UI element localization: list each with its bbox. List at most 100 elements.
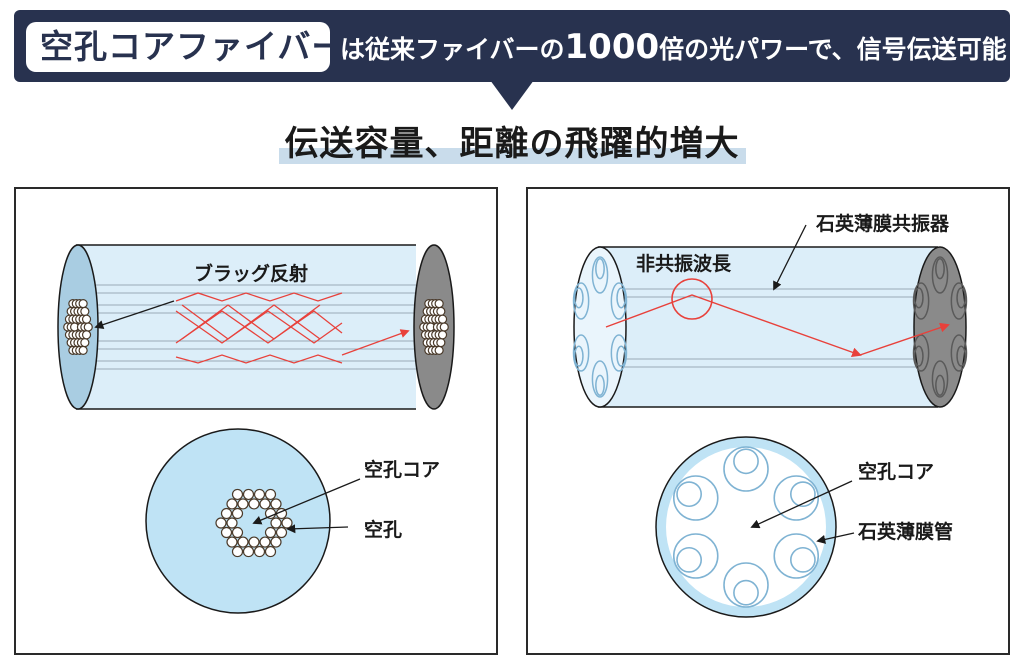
nested-tube <box>733 579 759 606</box>
tube-pointer-arrow <box>816 532 855 544</box>
lattice-hole <box>436 306 446 317</box>
banner-text: は従来ファイバーの1000倍の光パワーで、信号伝送可能 <box>340 22 1007 72</box>
banner-number: 1000 <box>564 27 660 67</box>
lattice-hole <box>270 517 282 529</box>
resonator-pointer-arrow <box>773 224 807 291</box>
nested-tube <box>616 345 627 367</box>
subtitle-text: 伝送容量、距離の飛躍的増大 <box>278 124 746 164</box>
lattice-hole <box>242 545 255 558</box>
silica-tube <box>950 282 968 320</box>
lattice-hole <box>437 314 448 324</box>
lattice-hole <box>226 498 238 510</box>
bandgap-cross-section <box>145 428 331 614</box>
ar-light-path <box>605 294 950 357</box>
lattice-hole <box>253 488 266 501</box>
lattice-hole <box>259 498 271 510</box>
bragg-pointer-arrow <box>94 300 175 330</box>
silica-tube <box>912 282 930 320</box>
lattice-hole <box>437 330 448 340</box>
lattice-hole <box>434 299 444 309</box>
panel-antiresonant: 石英薄膜共振器 非共振波長 空孔コア 石英薄膜管 <box>526 187 1010 655</box>
nested-tube <box>789 481 816 508</box>
lattice-hole <box>439 322 449 332</box>
lattice-hole <box>259 536 271 548</box>
nested-tube <box>573 345 584 367</box>
nested-tube <box>956 287 967 309</box>
silica-tube <box>610 282 628 320</box>
hole-lattice-front <box>63 299 93 355</box>
nested-tube <box>956 345 967 367</box>
lattice-hole <box>231 545 244 558</box>
lattice-hole <box>231 507 244 520</box>
silica-tube <box>591 256 609 294</box>
subtitle: 伝送容量、距離の飛躍的増大 <box>0 116 1024 165</box>
ar-core-pointer-arrow <box>750 480 853 529</box>
nested-tube <box>616 287 627 309</box>
nested-tube <box>676 481 703 508</box>
core-pointer-arrow <box>252 478 361 525</box>
nested-tube <box>595 374 605 396</box>
lattice-hole <box>220 526 233 539</box>
antiresonant-highlight-circle <box>671 278 713 320</box>
lattice-hole <box>264 488 277 501</box>
lattice-hole <box>78 345 88 355</box>
silica-tube <box>591 360 609 398</box>
bragg-label: ブラッグ反射 <box>194 263 309 285</box>
banner-text-a: は従来ファイバーの <box>340 35 565 64</box>
lattice-hole <box>248 536 260 548</box>
lattice-hole <box>231 526 244 539</box>
bragg-reflection-paths <box>175 292 410 364</box>
bandgap-illustration <box>57 244 455 614</box>
lattice-hole <box>220 507 233 520</box>
lattice-hole <box>434 345 444 355</box>
resonator-label: 石英薄膜共振器 <box>816 213 950 235</box>
lattice-hole <box>81 330 92 340</box>
silica-tube <box>610 334 628 372</box>
panel-photonic-bandgap: ブラッグ反射 空孔コア 空孔 <box>14 187 498 655</box>
lattice-hole <box>80 337 90 348</box>
nested-tube <box>595 258 605 280</box>
lattice-hole <box>242 488 255 501</box>
banner-pointer <box>490 80 534 110</box>
lattice-hole <box>253 545 266 558</box>
antiresonant-illustration <box>572 224 968 618</box>
silica-tube <box>931 256 949 294</box>
lattice-hole <box>264 545 277 558</box>
lattice-hole <box>270 536 282 548</box>
tube-label: 石英薄膜管 <box>858 521 954 543</box>
silica-tube <box>912 334 930 372</box>
hole-pointer-arrow <box>286 524 349 534</box>
ar-cross-section <box>655 436 837 618</box>
nested-tube <box>676 546 703 573</box>
left-core-label: 空孔コア <box>364 459 441 481</box>
nested-tube <box>913 287 924 309</box>
ar-fiber-cylinder <box>572 246 968 408</box>
lattice-hole <box>83 322 93 332</box>
lattice-hole <box>226 517 238 529</box>
banner-text-b: 倍の光パワーで、信号伝送可能 <box>659 35 1007 64</box>
nested-tube <box>789 546 816 573</box>
silica-tube <box>572 334 590 372</box>
lattice-hole <box>436 337 446 348</box>
hole-label: 空孔 <box>364 519 403 541</box>
lattice-hole <box>248 498 260 510</box>
lattice-hole <box>270 498 282 510</box>
nested-tube <box>913 345 924 367</box>
silica-tube <box>572 282 590 320</box>
lattice-hole <box>81 314 92 324</box>
nested-tube <box>935 258 945 280</box>
lattice-hole <box>78 299 88 309</box>
antiresonant-label: 非共振波長 <box>636 253 732 275</box>
lattice-hole <box>275 526 288 539</box>
lattice-hole <box>231 488 244 501</box>
lattice-hole <box>226 536 238 548</box>
lattice-hole <box>237 498 249 510</box>
right-core-label: 空孔コア <box>858 461 935 483</box>
silica-tube <box>950 334 968 372</box>
nested-tube <box>935 374 945 396</box>
silica-tube <box>931 360 949 398</box>
lattice-hole <box>281 517 293 529</box>
hole-lattice-back <box>419 299 449 355</box>
lattice-hole <box>80 306 90 317</box>
banner-highlight: 空孔コアファイバー <box>26 22 344 72</box>
